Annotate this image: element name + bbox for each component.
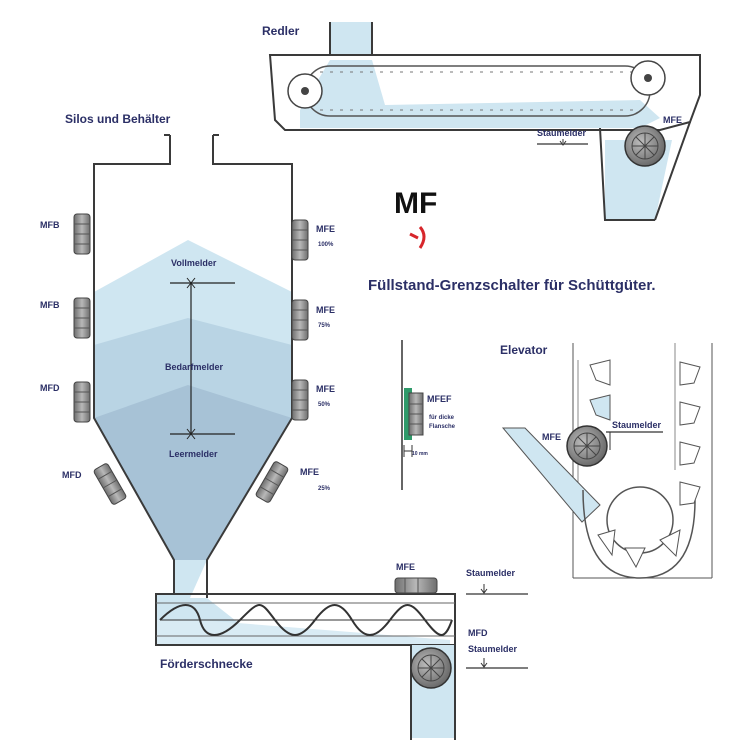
- elevator-mfe-sensor: [566, 425, 608, 467]
- mfef-note-line2: Flansche: [429, 424, 456, 430]
- right-sensor-label-1: MFE: [316, 224, 335, 234]
- flange-detail: MFEF für dicke Flansche 10 mm: [401, 340, 456, 490]
- leermelder-label: Leermelder: [169, 449, 218, 459]
- mfe-sensor-100: [291, 219, 309, 261]
- logo-mark-icon: [409, 226, 426, 249]
- redler-staumelder-label: Staumelder: [537, 128, 587, 138]
- schnecke-mfe-sensor: [394, 577, 438, 594]
- redler-mfe-sensor: [624, 125, 666, 167]
- left-sensor-label-4: MFD: [62, 470, 82, 480]
- redler-section: Redler Staumelder MFE: [262, 22, 701, 221]
- mfef-label: MFEF: [427, 394, 452, 404]
- right-level-label-3: 50%: [318, 402, 331, 408]
- bedarfmelder-label: Bedarfmelder: [165, 362, 224, 372]
- redler-outlet: [599, 127, 655, 221]
- schnecke-label: Förderschnecke: [160, 657, 253, 671]
- schnecke-mfd-sensor: [410, 647, 452, 689]
- right-level-label-1: 100%: [318, 242, 334, 248]
- mfd-sensor-1: [73, 381, 91, 423]
- mfef-dimension: 10 mm: [412, 451, 428, 457]
- right-sensor-label-4: MFE: [300, 467, 319, 477]
- right-level-label-4: 25%: [318, 486, 331, 492]
- schnecke-staumelder-bottom: Staumelder: [468, 644, 518, 654]
- elevator-staumelder-label: Staumelder: [612, 420, 662, 430]
- schnecke-mfd-label: MFD: [468, 628, 488, 638]
- mfe-sensor-75: [291, 299, 309, 341]
- screw-auger: [159, 604, 453, 636]
- schnecke-section: Förderschnecke MFE Staumelder MFD Staume…: [155, 562, 528, 740]
- elevator-inlet-chute: [501, 427, 601, 523]
- logo-text: MF: [394, 187, 437, 220]
- silo-section: Silos und Behälter Vollmelder Bedarfmeld…: [40, 112, 335, 598]
- schnecke-staumelder-top: Staumelder: [466, 568, 516, 578]
- logo-group: MF: [394, 187, 437, 249]
- elevator-label: Elevator: [500, 343, 548, 357]
- right-sensor-label-3: MFE: [316, 384, 335, 394]
- mfef-note-line1: für dicke: [429, 415, 455, 421]
- mfb-sensor-1: [73, 213, 91, 255]
- elevator-mfe-label: MFE: [542, 432, 561, 442]
- silo-wall-left: [93, 135, 175, 598]
- redler-label: Redler: [262, 24, 300, 38]
- silos-label: Silos und Behälter: [65, 112, 171, 126]
- vollmelder-label: Vollmelder: [171, 258, 217, 268]
- elevator-section: Elevator Staumelder MFE: [500, 343, 713, 579]
- left-sensor-label-1: MFB: [40, 220, 60, 230]
- silo-wall-right: [206, 135, 293, 598]
- page-title: Füllstand-Grenzschalter für Schüttgüter.: [368, 277, 656, 294]
- left-sensor-label-3: MFD: [40, 383, 60, 393]
- right-sensor-label-2: MFE: [316, 305, 335, 315]
- mfb-sensor-2: [73, 297, 91, 339]
- redler-mfe-label: MFE: [663, 115, 682, 125]
- left-sensor-label-2: MFB: [40, 300, 60, 310]
- redler-inlet-stream: [330, 22, 372, 56]
- schnecke-mfe-label: MFE: [396, 562, 415, 572]
- mfe-sensor-50: [291, 379, 309, 421]
- right-level-label-2: 75%: [318, 323, 331, 329]
